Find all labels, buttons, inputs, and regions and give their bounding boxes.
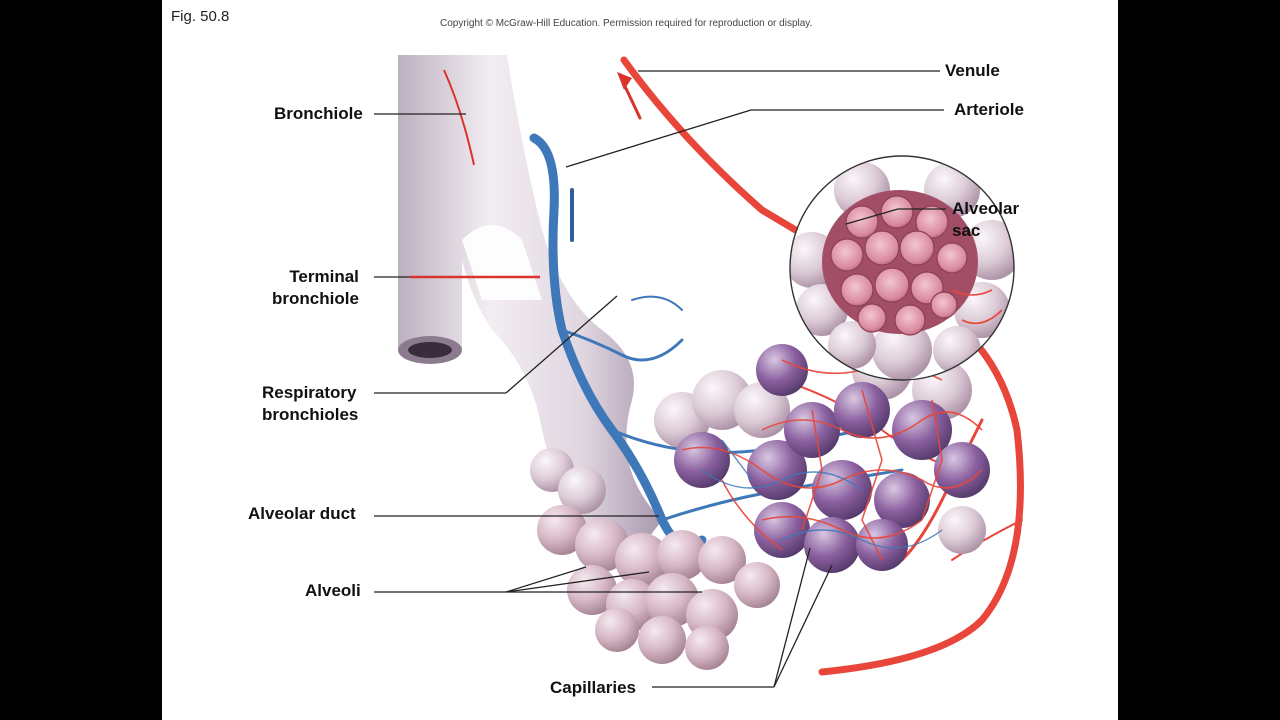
alveoli-cluster [530, 448, 780, 670]
label-alveolar-duct: Alveolar duct [248, 504, 356, 523]
capillary-cluster [654, 340, 990, 573]
label-terminal-bronchiole-line1: Terminal [289, 267, 359, 286]
label-alveolar-sac-line1: Alveolar [952, 199, 1020, 218]
copyright-notice: Copyright © McGraw-Hill Education. Permi… [440, 18, 813, 29]
label-capillaries: Capillaries [550, 678, 636, 697]
label-respiratory-bronchioles-line1: Respiratory [262, 383, 357, 402]
label-terminal-bronchiole: Terminal bronchiole [272, 266, 359, 310]
label-alveolar-sac: Alveolar sac [952, 198, 1019, 242]
bronchiole-tube [398, 55, 662, 560]
figure-number: Fig. 50.8 [171, 8, 230, 25]
label-bronchiole: Bronchiole [274, 104, 363, 123]
slide: Fig. 50.8 Copyright © McGraw-Hill Educat… [162, 0, 1118, 720]
label-alveolar-sac-line2: sac [952, 221, 981, 240]
label-terminal-bronchiole-line2: bronchiole [272, 289, 359, 308]
leader-lines [374, 70, 946, 688]
label-respiratory-bronchioles: Respiratory bronchioles [262, 382, 358, 426]
lung-alveoli-illustration [374, 55, 1024, 688]
label-venule: Venule [945, 61, 1000, 80]
alveolar-sac-magnified [789, 155, 1015, 381]
label-alveoli: Alveoli [305, 581, 361, 600]
label-arteriole: Arteriole [954, 100, 1024, 119]
label-respiratory-bronchioles-line2: bronchioles [262, 405, 359, 424]
